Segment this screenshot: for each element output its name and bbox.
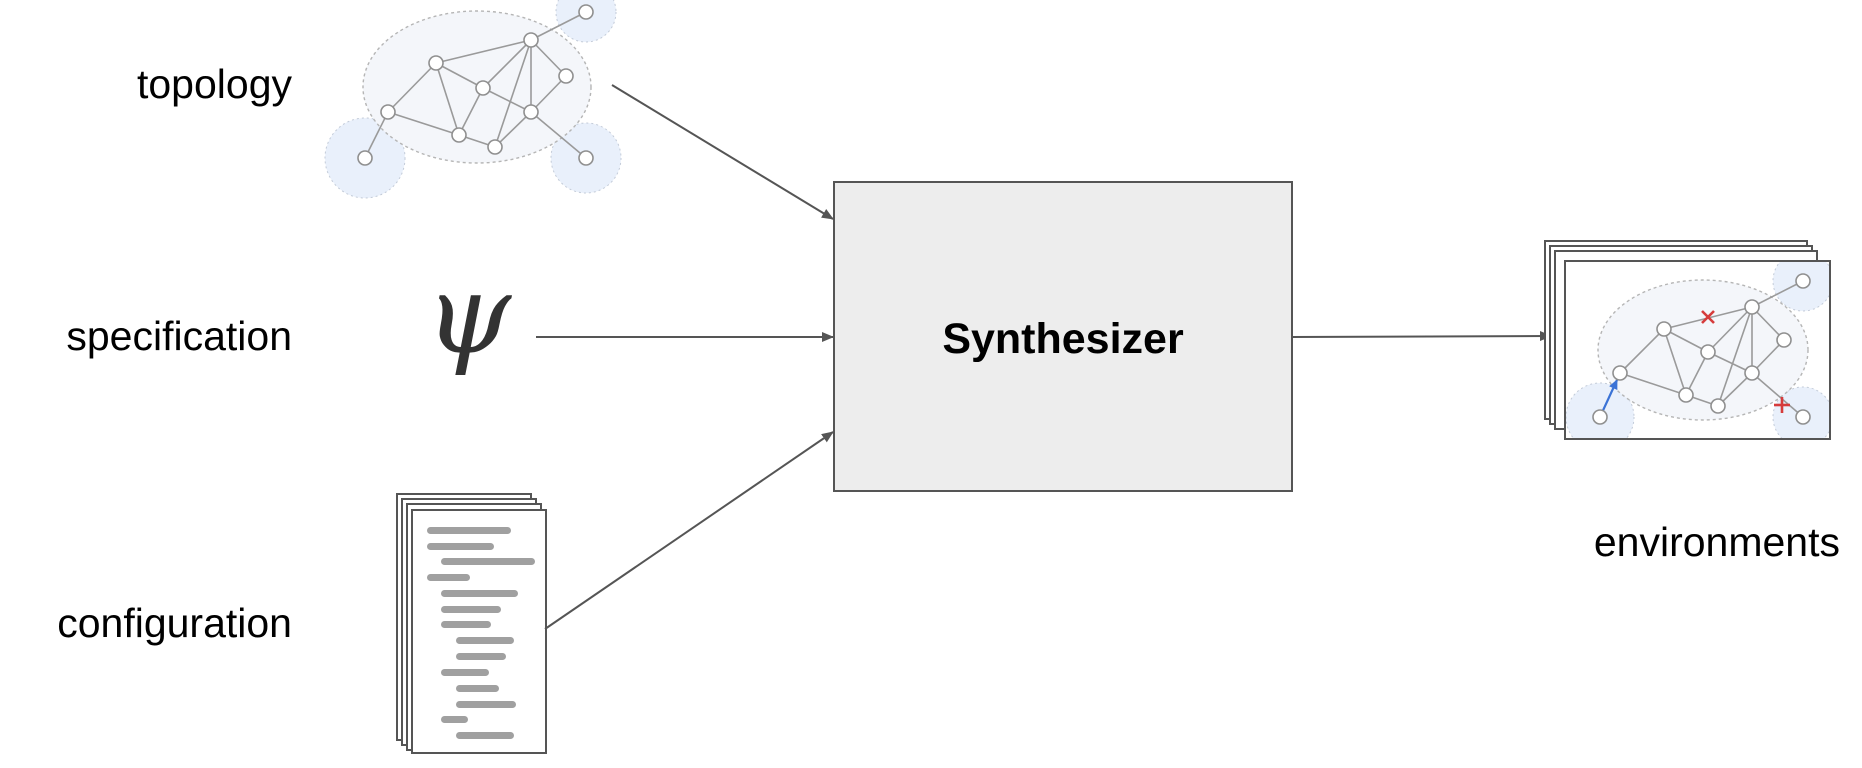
output-arrow	[1291, 331, 1552, 342]
config-lines	[427, 527, 535, 739]
config-document-stack-icon	[396, 493, 547, 754]
specification-label: specification	[66, 313, 292, 359]
synthesizer-label: Synthesizer	[942, 315, 1184, 363]
environment-network	[1566, 262, 1829, 438]
configuration-label: configuration	[57, 600, 292, 646]
network-graph-icon	[324, 0, 622, 199]
topology-arrow	[611, 84, 834, 220]
psi-symbol-icon: ψ	[425, 250, 513, 378]
synthesizer-box: Synthesizer	[833, 181, 1293, 492]
topology-label: topology	[137, 61, 293, 107]
link-failure-x-icon	[1701, 310, 1715, 324]
modified-network-stack-icon	[1544, 240, 1831, 440]
configuration-arrow	[544, 431, 834, 630]
link-added-plus-icon	[1774, 397, 1790, 413]
environments-label: environments	[1594, 519, 1840, 565]
